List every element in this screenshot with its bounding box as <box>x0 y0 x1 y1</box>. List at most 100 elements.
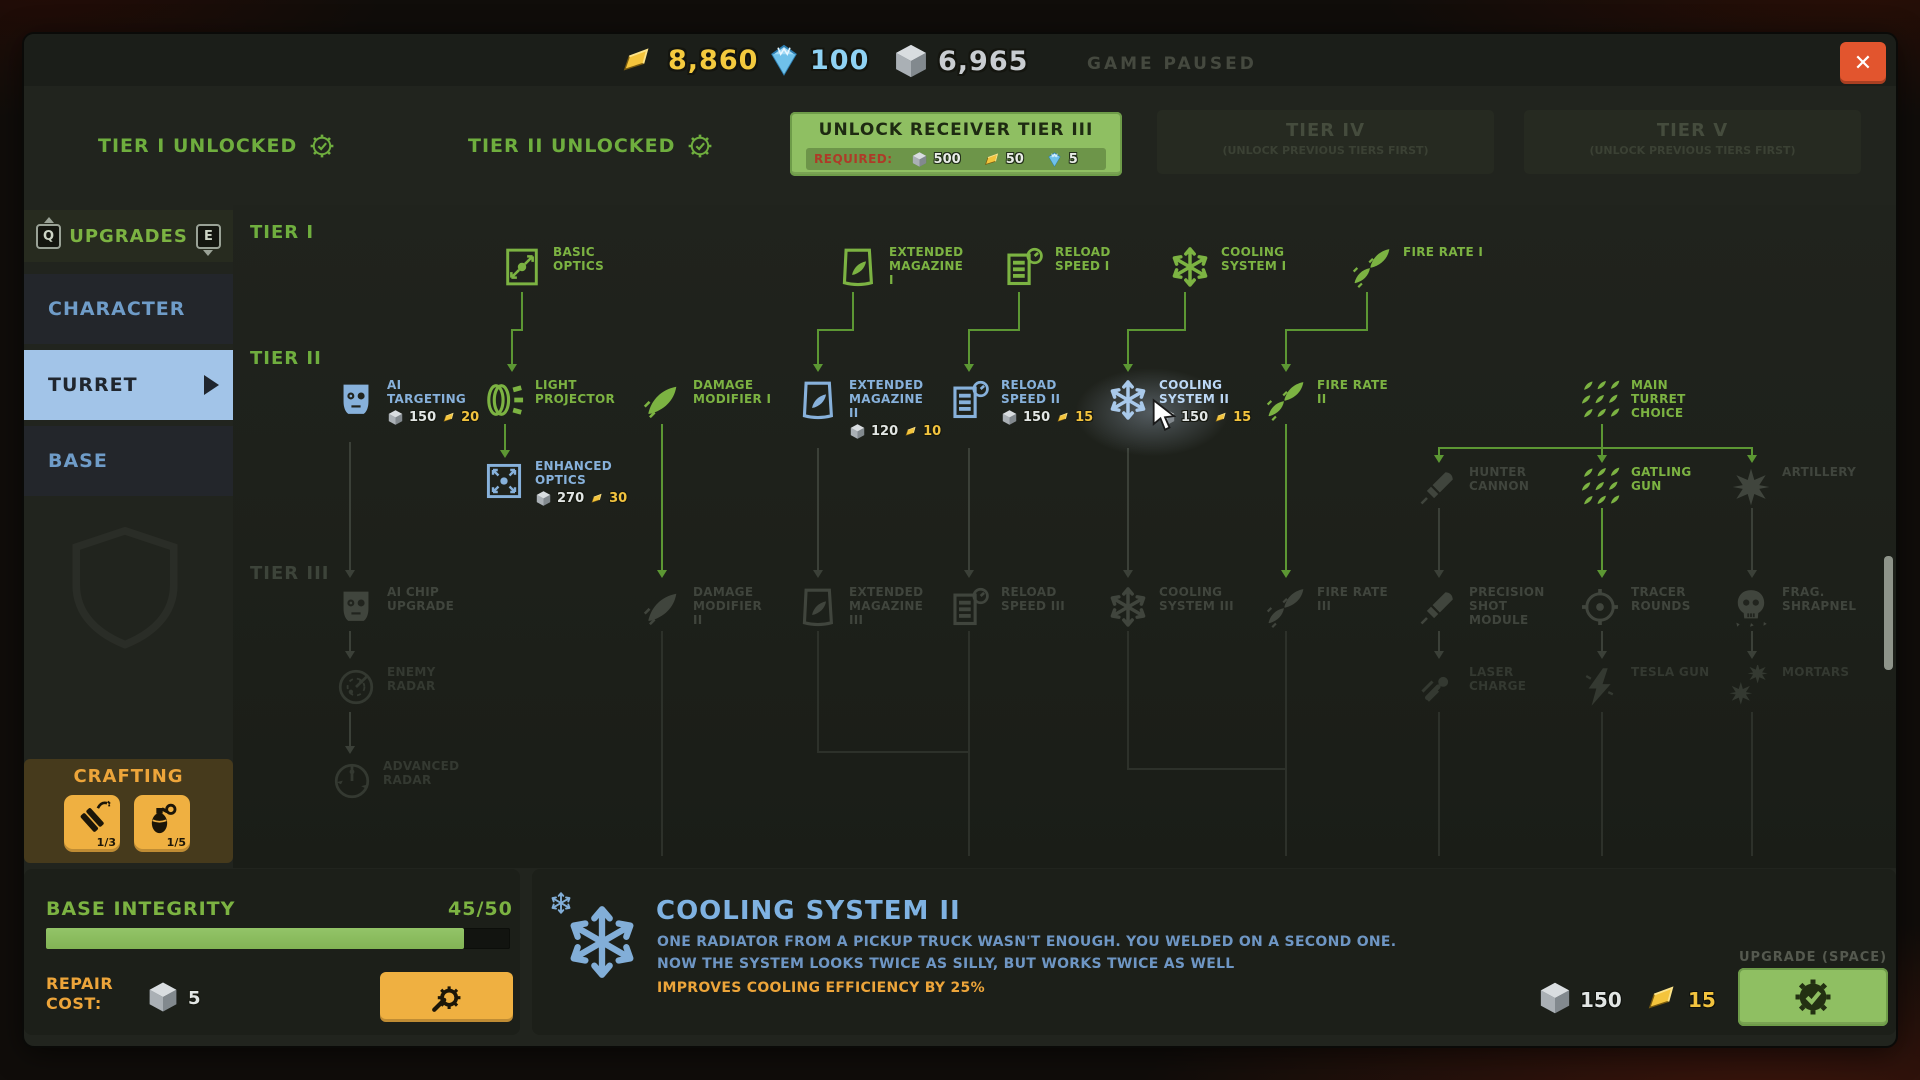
node-enemy-radar[interactable]: ENEMY RADAR <box>334 665 469 709</box>
base-integrity-value: 45/50 <box>448 898 513 920</box>
node-label: TRACER ROUNDS <box>1631 585 1691 614</box>
upgrade-tree-area <box>233 205 1896 868</box>
node-laser-charge[interactable]: LASER CHARGE <box>1416 665 1551 709</box>
key-q-badge[interactable]: Q <box>36 216 61 249</box>
reload-icon <box>948 585 992 629</box>
upgrades-header: Q UPGRADES E <box>24 210 233 262</box>
key-e-badge[interactable]: E <box>195 223 221 256</box>
craft-grenade-button[interactable]: 1/5 <box>134 795 190 852</box>
unlock-required-bar: REQUIRED: 500 50 5 <box>806 148 1106 170</box>
node-label: AI CHIP UPGRADE <box>387 585 455 614</box>
hover-glow <box>1072 366 1232 458</box>
tier5-subtitle: (UNLOCK PREVIOUS TIERS FIRST) <box>1589 144 1796 157</box>
node-extended-magazine-3[interactable]: EXTENDED MAGAZINE III <box>796 585 931 629</box>
node-label: AI TARGETING <box>387 378 467 407</box>
detail-cost-gold: 15 <box>1688 988 1716 1012</box>
node-fire-rate-3[interactable]: FIRE RATE III <box>1264 585 1399 629</box>
node-label: ADVANCED RADAR <box>383 759 460 788</box>
upgrade-detail-panel <box>532 869 1896 1035</box>
tree-connector <box>1285 424 1287 570</box>
metal-cube-icon <box>535 490 552 507</box>
base-label: BASE <box>48 450 108 472</box>
gold-icon <box>1641 982 1681 1014</box>
node-main-turret-choice[interactable]: MAIN TURRET CHOICE <box>1578 378 1713 422</box>
snowflake-icon <box>1106 378 1150 422</box>
node-label: RELOAD SPEED III <box>1001 585 1066 614</box>
node-cooling-system-1[interactable]: COOLING SYSTEM I <box>1168 245 1303 289</box>
repair-button[interactable] <box>380 972 513 1022</box>
robot-icon <box>334 378 378 422</box>
node-mortars[interactable]: MORTARS <box>1729 665 1864 709</box>
craft-dynamite-button[interactable]: 1/3 <box>64 795 120 852</box>
repair-cost-value: 5 <box>188 988 201 1009</box>
metal-counter: 6,965 <box>892 42 1028 80</box>
sidebar-item-turret[interactable]: TURRET <box>24 350 233 420</box>
node-light-projector[interactable]: LIGHT PROJECTOR <box>482 378 617 422</box>
upgrade-button[interactable] <box>1738 968 1888 1026</box>
tree-connector <box>1127 448 1129 570</box>
tree-connector <box>1601 508 1603 570</box>
node-label: PRECISION SHOT MODULE <box>1469 585 1545 628</box>
node-basic-optics[interactable]: BASIC OPTICS <box>500 245 635 289</box>
node-label: COOLING SYSTEM II <box>1159 378 1230 407</box>
craft-count: 1/3 <box>96 836 116 849</box>
node-tesla-gun[interactable]: TESLA GUN <box>1578 665 1713 709</box>
node-frag-shrapnel[interactable]: FRAG. SHRAPNEL <box>1729 585 1864 629</box>
gold-icon <box>903 425 918 438</box>
node-advanced-radar[interactable]: ADVANCED RADAR <box>330 759 465 803</box>
tree-scrollbar-thumb[interactable] <box>1884 556 1893 670</box>
laser-icon <box>1416 665 1460 709</box>
node-label: COOLING SYSTEM III <box>1159 585 1234 614</box>
node-extended-magazine-1[interactable]: EXTENDED MAGAZINE I <box>836 245 971 289</box>
node-ai-chip-upgrade[interactable]: AI CHIP UPGRADE <box>334 585 469 629</box>
node-reload-speed-3[interactable]: RELOAD SPEED III <box>948 585 1083 629</box>
node-label: LASER CHARGE <box>1469 665 1527 694</box>
tree-connector <box>817 329 819 364</box>
node-gatling-gun[interactable]: GATLING GUN <box>1578 465 1713 509</box>
node-artillery[interactable]: ARTILLERY <box>1729 465 1864 509</box>
diamond-icon <box>766 42 802 78</box>
close-icon: ✕ <box>1853 50 1873 76</box>
tier5-locked-panel[interactable]: TIER V (UNLOCK PREVIOUS TIERS FIRST) <box>1524 110 1861 174</box>
node-ai-targeting[interactable]: AI TARGETING 150 20 <box>334 378 479 426</box>
node-fire-rate-1[interactable]: FIRE RATE I <box>1350 245 1485 289</box>
tier2-unlocked-label: TIER II UNLOCKED <box>468 135 676 157</box>
tree-connector <box>521 292 523 330</box>
base-integrity-fill <box>46 928 464 949</box>
node-cooling-system-3[interactable]: COOLING SYSTEM III <box>1106 585 1241 629</box>
dynamite-icon <box>72 799 112 839</box>
node-hunter-cannon[interactable]: HUNTER CANNON <box>1416 465 1551 509</box>
node-tracer-rounds[interactable]: TRACER ROUNDS <box>1578 585 1713 629</box>
tree-arrow <box>500 450 510 458</box>
node-label: RELOAD SPEED I <box>1055 245 1111 274</box>
big-bullet-icon <box>1416 465 1460 509</box>
node-cost: 150 15 <box>1001 409 1093 426</box>
snowflake-icon <box>1106 585 1150 629</box>
key-e-label: E <box>204 228 213 244</box>
tree-connector <box>1285 329 1368 331</box>
sidebar-item-character[interactable]: CHARACTER <box>24 274 233 344</box>
tier4-locked-panel[interactable]: TIER IV (UNLOCK PREVIOUS TIERS FIRST) <box>1157 110 1494 174</box>
node-reload-speed-2[interactable]: RELOAD SPEED II 150 15 <box>948 378 1093 426</box>
close-button[interactable]: ✕ <box>1840 42 1886 84</box>
tree-arrow <box>1597 570 1607 578</box>
required-label: REQUIRED: <box>814 152 893 166</box>
node-fire-rate-2[interactable]: FIRE RATE II <box>1264 378 1399 422</box>
node-damage-modifier-1[interactable]: DAMAGE MODIFIER I <box>640 378 775 422</box>
tree-connector <box>349 631 351 651</box>
tree-connector <box>1601 447 1603 455</box>
node-cooling-system-2[interactable]: COOLING SYSTEM II 150 15 <box>1106 378 1251 426</box>
node-extended-magazine-2[interactable]: EXTENDED MAGAZINE II 120 10 <box>796 378 941 440</box>
bullet-icon <box>640 585 684 629</box>
unlock-tier3-button[interactable]: UNLOCK RECEIVER TIER III REQUIRED: 500 5… <box>790 112 1122 176</box>
sidebar-item-base[interactable]: BASE <box>24 426 233 496</box>
node-precision-shot-module[interactable]: PRECISION SHOT MODULE <box>1416 585 1551 629</box>
tree-connector <box>817 448 819 570</box>
tree-connector <box>661 424 663 570</box>
detail-effect: IMPROVES COOLING EFFICIENCY BY 25% <box>657 980 985 996</box>
cost-gold: 20 <box>461 410 480 426</box>
node-reload-speed-1[interactable]: RELOAD SPEED I <box>1002 245 1137 289</box>
crosshair-icon <box>1578 585 1622 629</box>
node-enhanced-optics[interactable]: ENHANCED OPTICS 270 30 <box>482 459 627 507</box>
node-damage-modifier-2[interactable]: DAMAGE MODIFIER II <box>640 585 775 629</box>
